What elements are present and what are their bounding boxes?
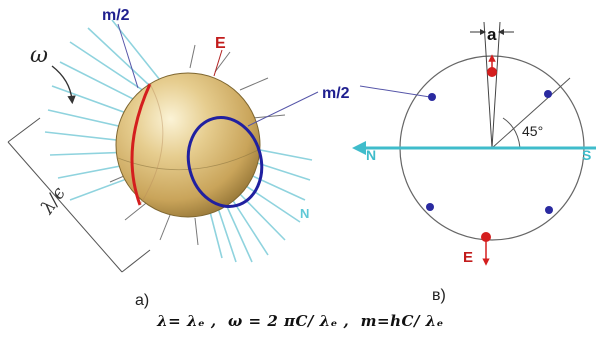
dimension-lambda [7,117,151,273]
diag-45-line [491,77,571,149]
N-label-b: N [366,147,376,163]
lambda-label: λ/ϵ [36,183,70,218]
N-label-a: N [300,206,309,221]
blue-dot-tr [544,90,552,98]
omega-label: ω [30,43,48,68]
caption-a: а) [135,292,149,309]
rotation-arrow [51,65,76,105]
sphere [115,72,261,218]
leader-m2-b [359,85,431,98]
red-equator [130,83,152,206]
leader-m2-top [117,23,139,89]
panel-a: ω λ/ϵ m/2 E m/2 N а) [7,7,350,309]
red-equator-back [139,83,164,206]
angle-arc [502,117,521,149]
formula-text: λ= λₑ , ω = 2 πC/ λₑ , m=hC/ λₑ [157,312,444,330]
ref-line-left [483,21,493,149]
E-label-a: E [215,35,226,52]
formula: λ= λₑ , ω = 2 πC/ λₑ , m=hC/ λₑ [0,312,601,330]
ref-line-right [491,21,501,149]
leader-E [213,49,223,77]
E-label-b: E [463,249,473,266]
latitude-line [117,149,259,171]
m2-side-label: m/2 [322,85,350,102]
blue-dot-bl [426,203,434,211]
a-label: a [487,25,497,44]
m2-top-label: m/2 [102,7,130,24]
angle-45-label: 45° [522,123,543,139]
blue-dot-tl [428,93,436,101]
S-label-b: S [582,147,591,163]
blue-dot-br [545,206,553,214]
panel-b: 45° a N S E в) [352,21,596,304]
ns-arrowhead [352,141,366,155]
blue-meridian [186,116,264,208]
leader-m2-side [247,91,319,127]
caption-b: в) [432,287,446,304]
